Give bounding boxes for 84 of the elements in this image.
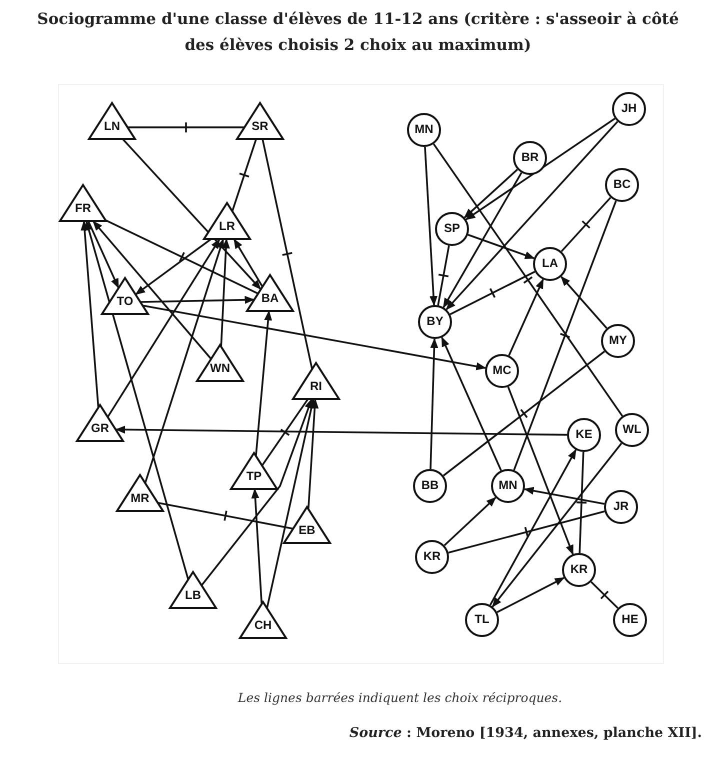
student-circle: KR [415, 540, 449, 574]
student-triangle: SR [236, 102, 284, 140]
choice-arrow [446, 120, 618, 310]
student-circle: JR [604, 490, 638, 524]
choice-arrow [85, 220, 189, 580]
student-circle: SP [435, 212, 469, 246]
choice-arrow [444, 496, 496, 546]
student-triangle: LR [203, 202, 251, 240]
student-triangle: RI [292, 362, 340, 400]
student-circle: MC [485, 354, 519, 388]
reciprocal-line [437, 244, 450, 306]
choice-arrow [560, 276, 608, 329]
choice-arrow [430, 338, 438, 470]
student-circle: BR [513, 141, 547, 175]
choice-arrow [80, 220, 100, 408]
source-note: Source : Moreno [1934, annexes, planche XII]. [349, 725, 702, 741]
student-circle: BC [605, 168, 639, 202]
student-circle: MY [601, 324, 635, 358]
choice-arrow [233, 238, 264, 287]
reciprocal-line [442, 350, 606, 477]
reciprocal-line [576, 451, 588, 554]
student-triangle: MR [116, 474, 164, 512]
student-triangle: EB [283, 506, 331, 544]
reciprocal-line [432, 143, 624, 417]
student-circle: JH [612, 92, 646, 126]
reciprocal-line [261, 398, 309, 466]
reciprocal-line [157, 502, 294, 530]
student-triangle: BA [246, 274, 294, 312]
reciprocal-line [590, 581, 619, 609]
choice-arrow [489, 449, 577, 606]
student-triangle: LB [169, 571, 217, 609]
student-circle: WL [615, 413, 649, 447]
choice-arrow [251, 488, 263, 604]
choice-arrow [144, 238, 224, 483]
student-circle: LA [533, 247, 567, 281]
reciprocal-line [232, 138, 257, 212]
choice-arrow [201, 398, 312, 586]
choice-arrow [492, 442, 622, 608]
choice-arrow [135, 238, 212, 296]
choice-arrow [468, 234, 535, 260]
student-circle: BB [413, 469, 447, 503]
student-circle: BY [418, 305, 452, 339]
reciprocal-line [560, 196, 612, 252]
choice-arrow [115, 426, 568, 436]
student-circle: KE [567, 418, 601, 452]
choice-arrow [122, 138, 262, 290]
student-triangle: GR [76, 404, 124, 442]
choice-arrow [88, 220, 120, 289]
reciprocal-line [448, 510, 606, 554]
choice-arrow [142, 304, 486, 370]
student-triangle: TO [101, 277, 149, 315]
student-circle: MN [407, 113, 441, 147]
choice-arrow [255, 310, 272, 456]
reciprocal-line [449, 270, 536, 316]
choice-arrow [424, 146, 438, 306]
reciprocal-line [105, 220, 259, 294]
student-circle: MN [491, 469, 525, 503]
diagram-title: Sociogramme d'une classe d'élèves de 11-12 ans (critère : s'asseoir à côté des élèves choisis 2 choix au maximum) [36, 8, 680, 56]
student-triangle: FR [59, 184, 107, 222]
choice-arrow [496, 576, 565, 614]
choice-arrow [266, 398, 316, 608]
choice-arrow [92, 220, 212, 360]
student-circle: TL [465, 603, 499, 637]
choice-arrow [140, 296, 255, 304]
student-circle: KR [562, 553, 596, 587]
student-circle: HE [613, 603, 647, 637]
student-triangle: TP [230, 452, 278, 490]
choice-arrow [442, 172, 522, 308]
choice-arrow [465, 118, 616, 220]
reciprocal-line [127, 121, 245, 134]
reciprocal-line [513, 200, 617, 471]
choice-arrow [508, 278, 544, 356]
student-triangle: WN [196, 344, 244, 382]
student-triangle: CH [239, 601, 287, 639]
choice-arrow [464, 168, 518, 218]
reciprocal-line [262, 138, 313, 370]
choice-arrow [441, 336, 502, 471]
choice-arrow [308, 398, 319, 509]
choice-arrow [507, 386, 574, 556]
choice-arrow [220, 238, 230, 346]
choice-arrow [107, 238, 220, 418]
student-triangle: LN [88, 102, 136, 140]
choice-arrow [524, 486, 604, 505]
caption: Les lignes barrées indiquent les choix réciproques. [236, 690, 564, 705]
